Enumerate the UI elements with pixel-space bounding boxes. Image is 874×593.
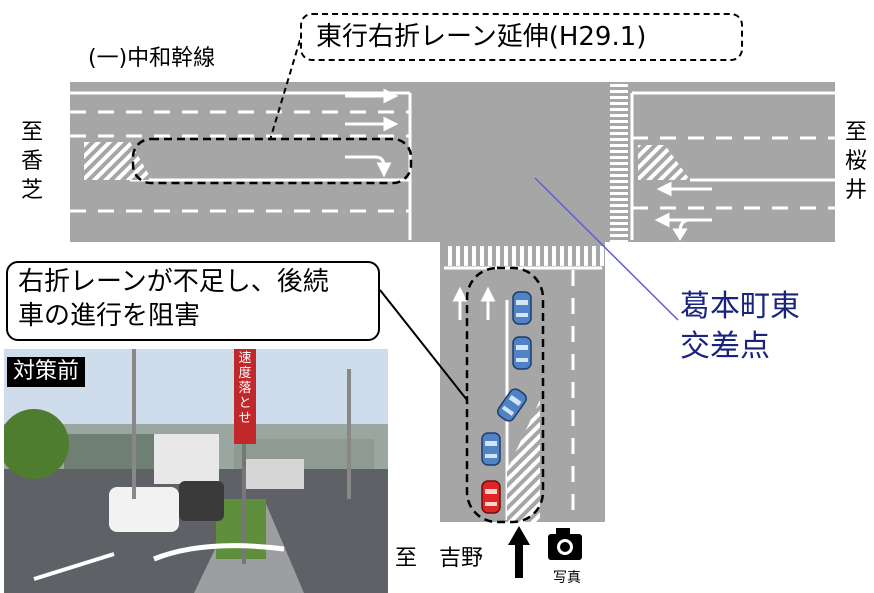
camera-icon xyxy=(548,528,582,560)
queue-highlight xyxy=(465,266,545,524)
queue-leader-line xyxy=(379,289,468,401)
blue-car xyxy=(512,336,532,370)
east-hatched-area xyxy=(638,145,690,180)
intersection-leader-line xyxy=(534,177,679,321)
direction-east: 至桜井 xyxy=(844,120,867,203)
problem-callout: 右折レーンが不足し、後続 車の進行を阻害 xyxy=(6,261,380,341)
extension-leader-line xyxy=(269,39,301,141)
extension-callout: 東行右折レーン延伸(H29.1) xyxy=(300,13,743,61)
north-arrow-icon xyxy=(508,526,530,578)
photo-caption: 対策前 xyxy=(7,357,86,387)
camera-label: 写真 xyxy=(553,570,581,586)
blue-car xyxy=(497,388,527,422)
problem-callout-line: 車の進行を阻害 xyxy=(18,301,201,331)
intersection-name: 葛本町東 交差点 xyxy=(680,287,800,367)
extension-highlight xyxy=(131,137,413,185)
speed-sign-text: 速度落とせ xyxy=(238,351,252,426)
intersection-name-line: 交差点 xyxy=(680,329,770,364)
south-crosswalk xyxy=(444,246,604,266)
east-crosswalk xyxy=(610,82,628,242)
intersection-name-line: 葛本町東 xyxy=(680,289,800,324)
problem-callout-line: 右折レーンが不足し、後続 xyxy=(18,267,329,297)
before-photo: 速度落とせ xyxy=(4,349,388,593)
direction-south: 至 吉野 xyxy=(395,546,484,571)
main-road xyxy=(70,82,835,242)
direction-west: 至香芝 xyxy=(20,120,43,203)
red-car xyxy=(481,480,501,514)
blue-car xyxy=(481,432,501,466)
south-hatched-area xyxy=(507,400,540,522)
lane-arrow-icon xyxy=(345,88,712,320)
blue-car xyxy=(512,291,532,325)
before-photo-scene xyxy=(4,349,388,593)
route-name: (一)中和幹線 xyxy=(88,46,216,71)
east-lane-markings xyxy=(630,91,835,240)
west-lane-markings xyxy=(70,91,412,240)
